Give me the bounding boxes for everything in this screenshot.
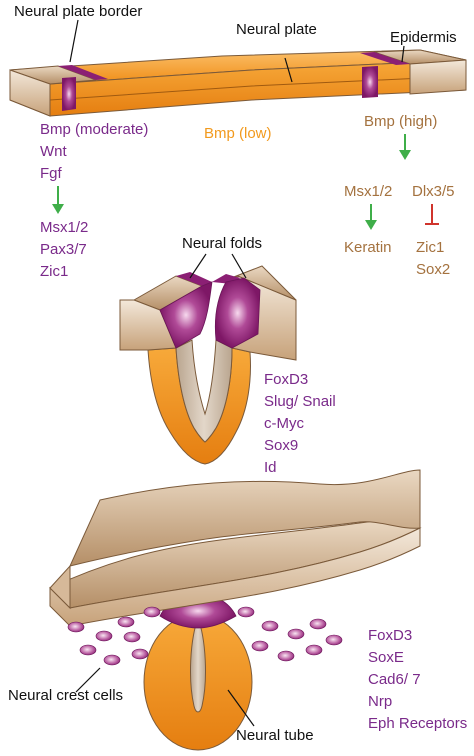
epidermis-signal: Bmp (high) xyxy=(364,113,437,130)
label-neural-crest-cells: Neural crest cells xyxy=(8,687,123,704)
crest-cell xyxy=(131,648,149,660)
crest-cell xyxy=(123,631,141,643)
crest-marker-foxd3: FoxD3 xyxy=(368,627,412,644)
leader-neural-folds-right xyxy=(231,253,247,279)
fold-marker-foxd3: FoxD3 xyxy=(264,371,308,388)
fold-markers: FoxD3 Slug/ Snail c-Myc Sox9 Id xyxy=(264,371,336,476)
neural-folds-shape xyxy=(119,265,297,465)
crest-marker-cad: Cad6/ 7 xyxy=(368,671,421,688)
crest-cell xyxy=(287,628,305,640)
epidermis-factor-dlx: Dlx3/5 xyxy=(412,183,455,200)
border-targets: Msx1/2 Pax3/7 Zic1 xyxy=(40,219,88,280)
crest-cell xyxy=(261,620,279,632)
crest-cell xyxy=(79,644,97,656)
crest-cell xyxy=(117,616,135,628)
epidermis-activated: Keratin xyxy=(344,239,392,256)
crest-cell xyxy=(143,606,161,618)
repression-bar xyxy=(425,204,439,225)
crest-marker-soxe: SoxE xyxy=(368,649,404,666)
leader-neural-crest-cells xyxy=(75,667,101,693)
fold-marker-cmyc: c-Myc xyxy=(264,415,304,432)
crest-cell xyxy=(309,618,327,630)
border-target-pax: Pax3/7 xyxy=(40,241,87,258)
fold-marker-slug: Slug/ Snail xyxy=(264,393,336,410)
crest-cell xyxy=(305,644,323,656)
crest-cell xyxy=(251,640,269,652)
neural-tube-section xyxy=(49,469,422,751)
crest-marker-eph: Eph Receptors xyxy=(368,715,467,732)
epidermis-factor-msx: Msx1/2 xyxy=(344,183,392,200)
crest-cell xyxy=(67,621,85,633)
crest-cell xyxy=(325,634,343,646)
border-signal-fgf: Fgf xyxy=(40,165,63,182)
crest-markers: FoxD3 SoxE Cad6/ 7 Nrp Eph Receptors xyxy=(368,627,467,732)
border-signal-wnt: Wnt xyxy=(40,143,68,160)
label-neural-plate: Neural plate xyxy=(236,21,317,38)
crest-cell xyxy=(237,606,255,618)
leader-neural-tube xyxy=(227,689,255,727)
border-signal-bmp: Bmp (moderate) xyxy=(40,121,148,138)
label-neural-folds: Neural folds xyxy=(182,235,262,252)
border-target-zic: Zic1 xyxy=(40,263,68,280)
leader-neural-plate-border xyxy=(69,19,79,63)
neural-crest-cells xyxy=(67,606,343,666)
green-arrow-epidermis xyxy=(399,134,411,160)
label-neural-plate-border: Neural plate border xyxy=(14,3,142,20)
border-signals: Bmp (moderate) Wnt Fgf xyxy=(40,121,148,182)
leader-epidermis xyxy=(401,45,405,63)
label-neural-tube: Neural tube xyxy=(236,727,314,744)
label-epidermis: Epidermis xyxy=(390,29,457,46)
border-target-msx: Msx1/2 xyxy=(40,219,88,236)
crest-cell xyxy=(277,650,295,662)
leader-neural-folds-left xyxy=(189,253,207,279)
crest-cell xyxy=(103,654,121,666)
fold-marker-sox9: Sox9 xyxy=(264,437,298,454)
neural-plate-slab xyxy=(9,49,467,117)
crest-marker-nrp: Nrp xyxy=(368,693,392,710)
fold-marker-id: Id xyxy=(264,459,277,476)
epidermis-repressed-zic: Zic1 xyxy=(416,239,444,256)
green-arrow-border xyxy=(52,186,64,214)
crest-cell xyxy=(95,630,113,642)
plate-signal: Bmp (low) xyxy=(204,125,272,142)
epidermis-repressed-sox: Sox2 xyxy=(416,261,450,278)
green-arrow-keratin xyxy=(365,204,377,230)
